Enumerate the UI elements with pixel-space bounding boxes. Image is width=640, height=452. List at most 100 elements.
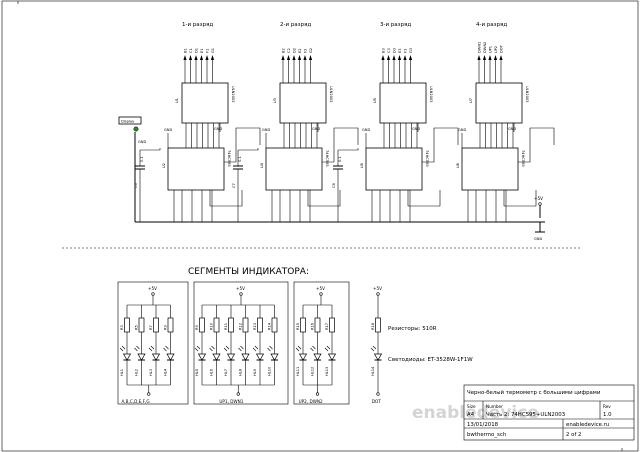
led-symbol <box>151 353 161 361</box>
driver-ref: U3 <box>273 98 277 103</box>
led-group-box-2 <box>193 281 289 405</box>
output-arrow <box>403 55 407 60</box>
group-caption: DOT <box>372 399 382 404</box>
rev-value: 1.0 <box>603 412 612 418</box>
gnd-label: GND <box>458 128 466 132</box>
output-net-label: B3 <box>381 48 385 53</box>
led-group-2: +5VR9HL5R10HL6R11HL7R12HL8R13HL9R14HL10U… <box>194 286 279 404</box>
resistor-ref: R17 <box>325 323 329 330</box>
size-label: Size <box>467 404 476 409</box>
output-arrow <box>205 55 209 60</box>
led-ref: HL5 <box>195 369 199 376</box>
shift-ref: U2 <box>162 163 166 168</box>
shift-ref: U4 <box>260 162 264 168</box>
gnd-label: GND <box>412 127 420 131</box>
resistor <box>271 317 278 333</box>
site-value: enabledevice.ru <box>566 422 609 428</box>
output-net-label: C1 <box>189 48 193 53</box>
output-arrow <box>303 55 307 60</box>
shift-ref: U6 <box>360 162 364 168</box>
resistor <box>242 317 249 333</box>
resistor-ref: R13 <box>253 323 257 330</box>
vcc-label-right: +5V <box>534 196 543 201</box>
output-arrow <box>499 55 503 60</box>
output-net-label: G2 <box>309 48 313 53</box>
output-net-label: F2 <box>303 49 307 53</box>
file-value: bwthermo_sch <box>467 432 506 438</box>
led-ref: HL4 <box>164 368 168 376</box>
driver-part: ULN2003 <box>429 86 433 102</box>
output-net-label: C2 <box>287 48 291 53</box>
output-arrow <box>292 55 296 60</box>
vcc-label: +5V <box>148 286 157 291</box>
resistor <box>138 317 145 333</box>
led-ref: HL12 <box>311 367 315 376</box>
digit-label: 1-и разряд <box>182 22 213 28</box>
gnd-label: GND <box>508 127 516 131</box>
shift-ref: U8 <box>456 162 460 168</box>
resistor <box>375 317 381 333</box>
output-arrow <box>183 55 187 60</box>
resistor-ref: R5 <box>135 325 139 330</box>
output-arrow <box>199 55 204 60</box>
rev-label: Rev <box>603 404 611 409</box>
led-symbol <box>197 353 207 361</box>
led-symbol <box>373 353 383 361</box>
resistor-ref: R9 <box>164 325 168 330</box>
resistor-ref: R15 <box>296 323 300 330</box>
resistor <box>213 317 220 333</box>
output-net-label: G1 <box>211 48 215 53</box>
resistor <box>153 317 159 333</box>
led-symbol <box>226 353 236 361</box>
resistor <box>257 317 263 333</box>
display-connector: Display <box>118 116 142 132</box>
output-net-label: DWN2 <box>483 42 487 53</box>
output-net-label: E2 <box>298 48 302 53</box>
output-arrow <box>210 55 215 60</box>
cap-ref: C7 <box>232 183 236 188</box>
output-net-label: UP2 <box>494 46 498 53</box>
output-net-label: F3 <box>403 49 407 53</box>
resistor-ref: R11 <box>224 323 228 330</box>
shift-part: 74HC595 <box>227 150 231 167</box>
led-ref: HL9 <box>253 368 257 376</box>
gnd-label: GND <box>362 128 370 132</box>
cap-ref: C8 <box>332 182 336 188</box>
led-ref: HL8 <box>239 368 243 376</box>
vcc-label: +5V <box>373 286 382 291</box>
watermark: enabledevice <box>412 403 539 423</box>
output-arrow <box>477 55 481 60</box>
gnd-label-left: GND <box>138 140 146 144</box>
uln2003-chip <box>379 82 427 124</box>
resistor-ref: R7 <box>149 325 153 330</box>
output-net-label: B1 <box>183 48 187 53</box>
output-arrow <box>286 55 291 60</box>
gnd-label: GND <box>164 128 172 132</box>
led-symbol <box>137 353 146 361</box>
output-net-label: C3 <box>387 48 391 53</box>
resistor <box>329 317 335 333</box>
output-arrow <box>408 55 413 60</box>
output-net-label: D1 <box>194 48 198 53</box>
output-net-label: DWN1 <box>477 42 481 53</box>
gnd-label: GND <box>312 127 320 131</box>
resistor-ref: R18 <box>371 322 375 330</box>
sheet-value: 2 of 2 <box>566 432 581 438</box>
output-arrow <box>392 55 396 60</box>
cap-ref: C6 <box>134 182 138 188</box>
resistor <box>228 317 234 333</box>
shift-part: 74HC595 <box>521 150 525 167</box>
vcc-label: +5V <box>316 286 325 291</box>
uln2003-chip <box>475 82 523 124</box>
output-arrow <box>488 55 492 60</box>
resistor <box>124 317 130 333</box>
led-symbol <box>212 353 221 361</box>
led-ref: HL13 <box>325 367 329 376</box>
led-ref: HL10 <box>268 366 272 376</box>
